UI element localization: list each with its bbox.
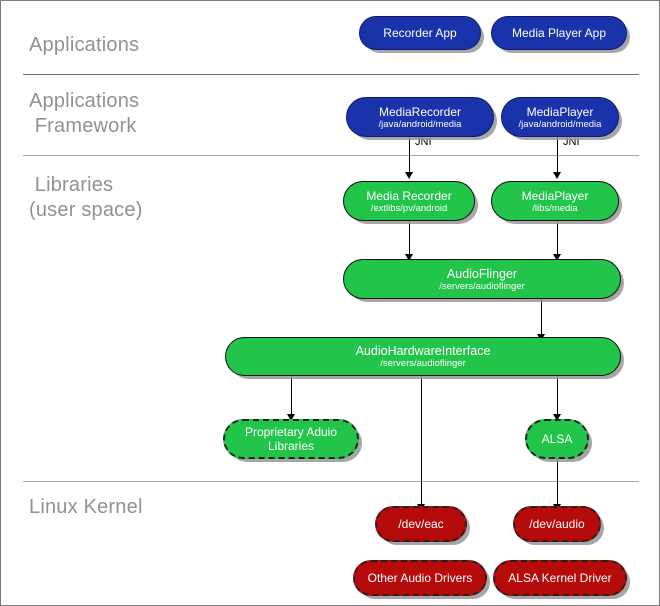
arrowhead-mediarecorderlib-to-audioflinger (404, 254, 413, 261)
node-proprietary-audio-libraries[interactable]: Proprietary Aduio Libraries (223, 419, 359, 459)
node-title-line2: Libraries (267, 439, 315, 453)
arrowhead-mediaplayer-to-lib (552, 172, 561, 179)
node-title: MediaPlayer (521, 188, 589, 203)
connector-mediaplayerlib-to-audioflinger (557, 221, 559, 257)
divider-kernel (23, 481, 639, 482)
node-dev-audio[interactable]: /dev/audio (513, 506, 601, 542)
node-mediarecorder-framework[interactable]: MediaRecorder /java/android/media (346, 97, 494, 137)
connector-ahi-to-proprietary (291, 376, 293, 417)
node-other-audio-drivers[interactable]: Other Audio Drivers (353, 560, 487, 596)
connector-audioflinger-to-ahi (541, 299, 543, 337)
arrowhead-mediarecorder-to-lib (404, 172, 413, 179)
connector-mediarecorder-to-lib (409, 137, 411, 175)
band-label-applications: Applications (29, 34, 140, 56)
divider-applications (23, 74, 639, 75)
connector-mediaplayer-to-lib (557, 137, 559, 175)
node-mediaplayer-framework[interactable]: MediaPlayer /java/android/media (501, 97, 619, 137)
node-subtitle: /java/android/media (378, 118, 462, 130)
node-title: MediaPlayer (526, 104, 594, 119)
node-alsa-kernel-driver[interactable]: ALSA Kernel Driver (493, 560, 627, 596)
node-subtitle: /libs/media (532, 202, 578, 214)
node-audiohardwareinterface[interactable]: AudioHardwareInterface /servers/audiofli… (225, 337, 621, 376)
node-mediaplayer-lib[interactable]: MediaPlayer /libs/media (491, 181, 619, 221)
arrowhead-ahi-to-proprietary (286, 414, 295, 421)
node-subtitle: /servers/audioflinger (439, 280, 525, 292)
node-audioflinger[interactable]: AudioFlinger /servers/audioflinger (343, 259, 621, 299)
node-title: Media Recorder (366, 188, 452, 203)
node-title: ALSA (541, 432, 573, 446)
node-title: AudioHardwareInterface (355, 344, 491, 358)
node-title: AudioFlinger (446, 266, 518, 281)
node-title: MediaRecorder (378, 104, 462, 119)
node-title: Media Player App (511, 26, 607, 40)
connector-ahi-to-alsa (557, 376, 559, 417)
arrowhead-ahi-to-alsa (552, 414, 561, 421)
band-label-linux-kernel: Linux Kernel (29, 496, 143, 518)
node-title: /dev/eac (398, 517, 444, 531)
node-alsa[interactable]: ALSA (525, 419, 589, 459)
band-label-libraries-user-space: Libraries (user space) (29, 174, 143, 221)
arrowhead-mediaplayerlib-to-audioflinger (552, 254, 561, 261)
connector-ahi-to-dev-eac (421, 376, 423, 508)
connector-alsa-to-dev-audio (557, 459, 559, 508)
node-title: /dev/audio (529, 517, 585, 531)
node-subtitle: /extlibs/pv/android (370, 202, 448, 214)
node-subtitle: /servers/audioflinger (380, 358, 466, 369)
node-subtitle: /java/android/media (518, 118, 602, 130)
node-title: ALSA Kernel Driver (508, 571, 612, 585)
edge-label-jni-recorder: JNI (415, 136, 432, 148)
node-media-player-app[interactable]: Media Player App (491, 16, 627, 50)
node-dev-eac[interactable]: /dev/eac (375, 506, 467, 542)
node-title: Recorder App (383, 26, 457, 40)
node-title: Proprietary Aduio (244, 425, 338, 439)
node-title: Other Audio Drivers (367, 571, 473, 585)
divider-framework (23, 155, 639, 156)
node-media-recorder-lib[interactable]: Media Recorder /extlibs/pv/android (343, 181, 475, 221)
band-label-applications-framework: Applications Framework (29, 90, 140, 137)
connector-mediarecorderlib-to-audioflinger (409, 221, 411, 257)
edge-label-jni-player: JNI (563, 136, 580, 148)
node-recorder-app[interactable]: Recorder App (359, 16, 481, 50)
